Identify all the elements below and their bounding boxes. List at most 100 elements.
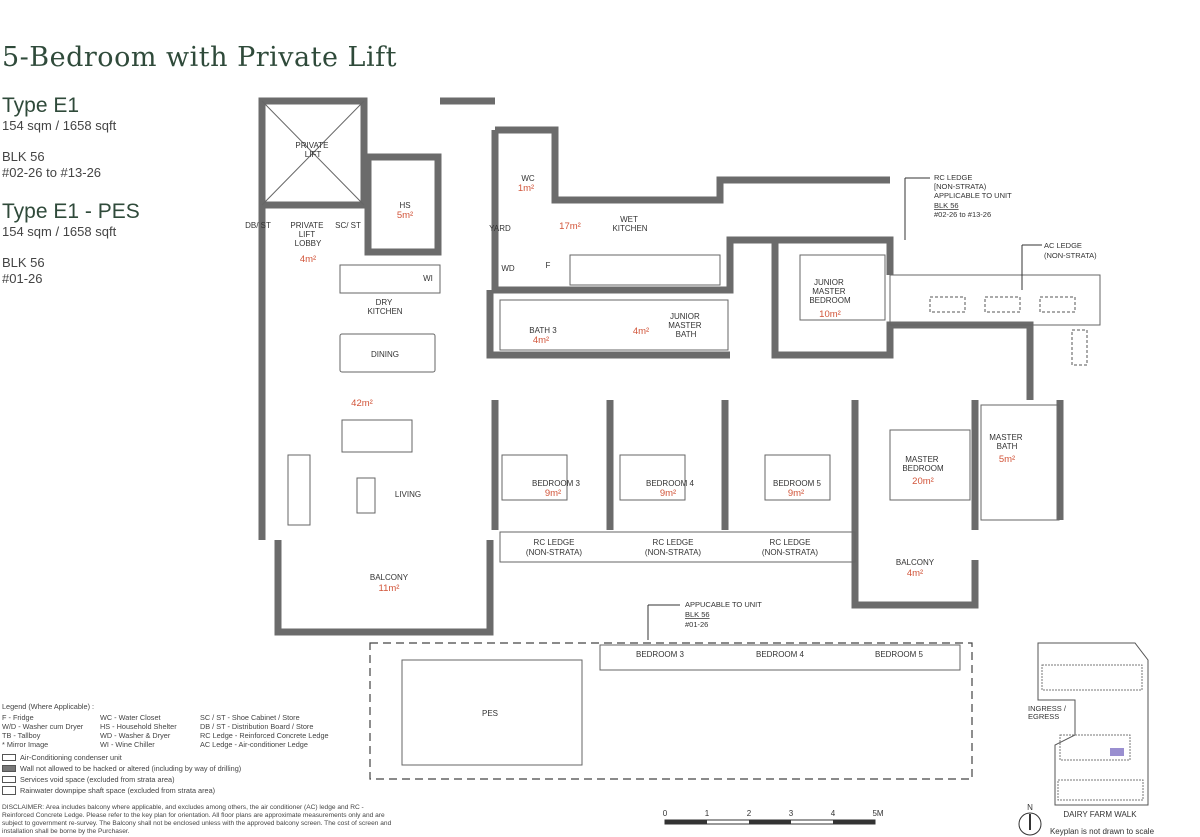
- label-wet-kitchen: WET KITCHEN: [612, 215, 647, 233]
- label-wi: WI: [423, 274, 433, 283]
- legend-symbol-label: Air-Conditioning condenser unit: [20, 753, 122, 762]
- legend-item: RC Ledge - Reinforced Concrete Ledge: [200, 731, 329, 740]
- area-bedroom4: 9m²: [660, 488, 676, 499]
- area-master-bedroom: 20m²: [912, 476, 934, 487]
- label-rc-ledge-3: RC LEDGE: [770, 538, 811, 547]
- ac-ledge-callout-line2: (NON-STRATA): [1044, 251, 1097, 260]
- pes-callout-line2: BLK 56: [685, 610, 710, 619]
- callouts: RC LEDGE [NON-STRATA) APPLICABLE TO UNIT…: [647, 173, 1097, 640]
- label-bedroom3: BEDROOM 3: [532, 479, 581, 488]
- label-bedroom4: BEDROOM 4: [646, 479, 695, 488]
- legend-symbol-label: Rainwater downpipe shaft space (excluded…: [20, 786, 216, 795]
- label-wd: WD: [501, 264, 515, 273]
- area-bath3: 4m²: [533, 335, 549, 346]
- legend-item: * Mirror Image: [2, 740, 49, 749]
- legend: Legend (Where Applicable) : F - Fridge WC…: [2, 702, 360, 795]
- page-title: 5-Bedroom with Private Lift: [2, 42, 397, 73]
- legend-symbol-label: Services void space (excluded from strat…: [20, 775, 175, 784]
- legend-item: WC - Water Closet: [100, 713, 161, 722]
- disclaimer: DISCLAIMER: Area includes balcony where …: [2, 804, 392, 835]
- area-bedroom5: 9m²: [788, 488, 804, 499]
- type-e1-pes-block: BLK 56: [2, 255, 45, 270]
- scale-tick: 1: [705, 809, 710, 818]
- ac-unit-icon: [2, 754, 16, 761]
- legend-item: W/D - Washer cum Dryer: [2, 722, 84, 731]
- keyplan-highlight: [1110, 748, 1124, 756]
- area-balcony: 11m²: [379, 583, 400, 594]
- downpipe-icon: [2, 786, 16, 795]
- scale-tick: 3: [789, 809, 794, 818]
- area-jm-bath: 4m²: [633, 326, 649, 337]
- label-rc-ledge-2: RC LEDGE: [653, 538, 694, 547]
- north-label: N: [1027, 803, 1033, 812]
- label-master-bath: MASTER BATH: [989, 433, 1025, 451]
- type-e1-title: Type E1: [2, 94, 80, 117]
- type-e1-pes-title: Type E1 - PES: [2, 200, 140, 223]
- label-non-strata-1: (NON-STRATA): [526, 548, 582, 557]
- label-master-bedroom: MASTER BEDROOM: [902, 455, 944, 473]
- area-balcony2: 4m²: [907, 568, 923, 579]
- label-sc-st: SC/ ST: [335, 221, 361, 230]
- label-wc: WC: [521, 174, 535, 183]
- rc-ledge-callout-line1: RC LEDGE: [934, 173, 972, 182]
- label-lift-lobby: PRIVATE LIFT LOBBY: [290, 221, 325, 248]
- keyplan-road: DAIRY FARM WALK: [1063, 810, 1137, 819]
- label-pes-bedroom3: BEDROOM 3: [636, 650, 685, 659]
- legend-item: HS - Household Shelter: [100, 722, 177, 731]
- legend-item: TB - Tallboy: [2, 731, 41, 740]
- label-balcony2: BALCONY: [896, 558, 935, 567]
- pes-callout-line3: #01-26: [685, 620, 708, 629]
- rc-ledge-callout-line4: BLK 56: [934, 201, 959, 210]
- label-private-lift: PRIVATE LIFT: [295, 141, 330, 159]
- scale-tick: 2: [747, 809, 752, 818]
- label-jm-bedroom: JUNIOR MASTER BEDROOM: [809, 278, 851, 305]
- type-e1-units: #02-26 to #13-26: [2, 165, 102, 180]
- area-wet-kitchen: 17m²: [559, 221, 581, 232]
- legend-heading: Legend (Where Applicable) :: [2, 702, 95, 711]
- label-db-st: DB/ ST: [245, 221, 271, 230]
- rc-ledge-callout-line5: #02-26 to #13-26: [934, 210, 991, 219]
- label-balcony: BALCONY: [370, 573, 409, 582]
- void-icon: [2, 776, 16, 783]
- walls: [258, 97, 1064, 636]
- label-dry-kitchen: DRY KITCHEN: [367, 298, 402, 316]
- ac-ledge-callout-line1: AC LEDGE: [1044, 241, 1082, 250]
- type-e1-size: 154 sqm / 1658 sqft: [2, 118, 117, 133]
- label-bedroom5: BEDROOM 5: [773, 479, 822, 488]
- label-rc-ledge-1: RC LEDGE: [534, 538, 575, 547]
- label-pes-bedroom5: BEDROOM 5: [875, 650, 924, 659]
- label-pes-bedroom4: BEDROOM 4: [756, 650, 805, 659]
- legend-item: DB / ST - Distribution Board / Store: [200, 722, 314, 731]
- legend-item: SC / ST - Shoe Cabinet / Store: [200, 713, 300, 722]
- room-labels: PRIVATE LIFT DB/ ST PRIVATE LIFT LOBBY 4…: [245, 141, 1025, 718]
- scale-tick: 4: [831, 809, 836, 818]
- label-bath3: BATH 3: [529, 326, 557, 335]
- scale-bar: 0 1 2 3 4 5M: [663, 809, 884, 825]
- legend-item: WI - Wine Chiller: [100, 740, 155, 749]
- label-pes: PES: [482, 709, 498, 718]
- pes-callout-line1: APPUCABLE TO UNIT: [685, 600, 762, 609]
- scale-tick: 5M: [872, 809, 883, 818]
- area-living: 42m²: [351, 398, 373, 409]
- area-bedroom3: 9m²: [545, 488, 561, 499]
- legend-item: AC Ledge - Air-conditioner Ledge: [200, 740, 308, 749]
- label-hs: HS: [399, 201, 410, 210]
- keyplan: INGRESS / EGRESS DAIRY FARM WALK Keyplan…: [1018, 642, 1155, 836]
- area-hs: 5m²: [397, 210, 413, 221]
- label-jm-bath: JUNIOR MASTER BATH: [668, 312, 704, 339]
- keyplan-note: Keyplan is not drawn to scale: [1050, 827, 1155, 836]
- label-yard: YARD: [489, 224, 511, 233]
- keyplan-ingress: INGRESS /: [1028, 704, 1067, 713]
- rc-ledge-callout-line3: APPLICABLE TO UNIT: [934, 191, 1012, 200]
- type-e1-pes-units: #01-26: [2, 271, 43, 286]
- wall-icon: [2, 765, 16, 772]
- legend-item: F - Fridge: [2, 713, 34, 722]
- rc-ledge-callout-line2: [NON-STRATA): [934, 182, 987, 191]
- label-dining: DINING: [371, 350, 399, 359]
- scale-tick: 0: [663, 809, 668, 818]
- type-e1-pes-size: 154 sqm / 1658 sqft: [2, 224, 117, 239]
- legend-item: WD - Washer & Dryer: [100, 731, 171, 740]
- pes-boundary: [369, 642, 973, 780]
- label-f: F: [546, 261, 551, 270]
